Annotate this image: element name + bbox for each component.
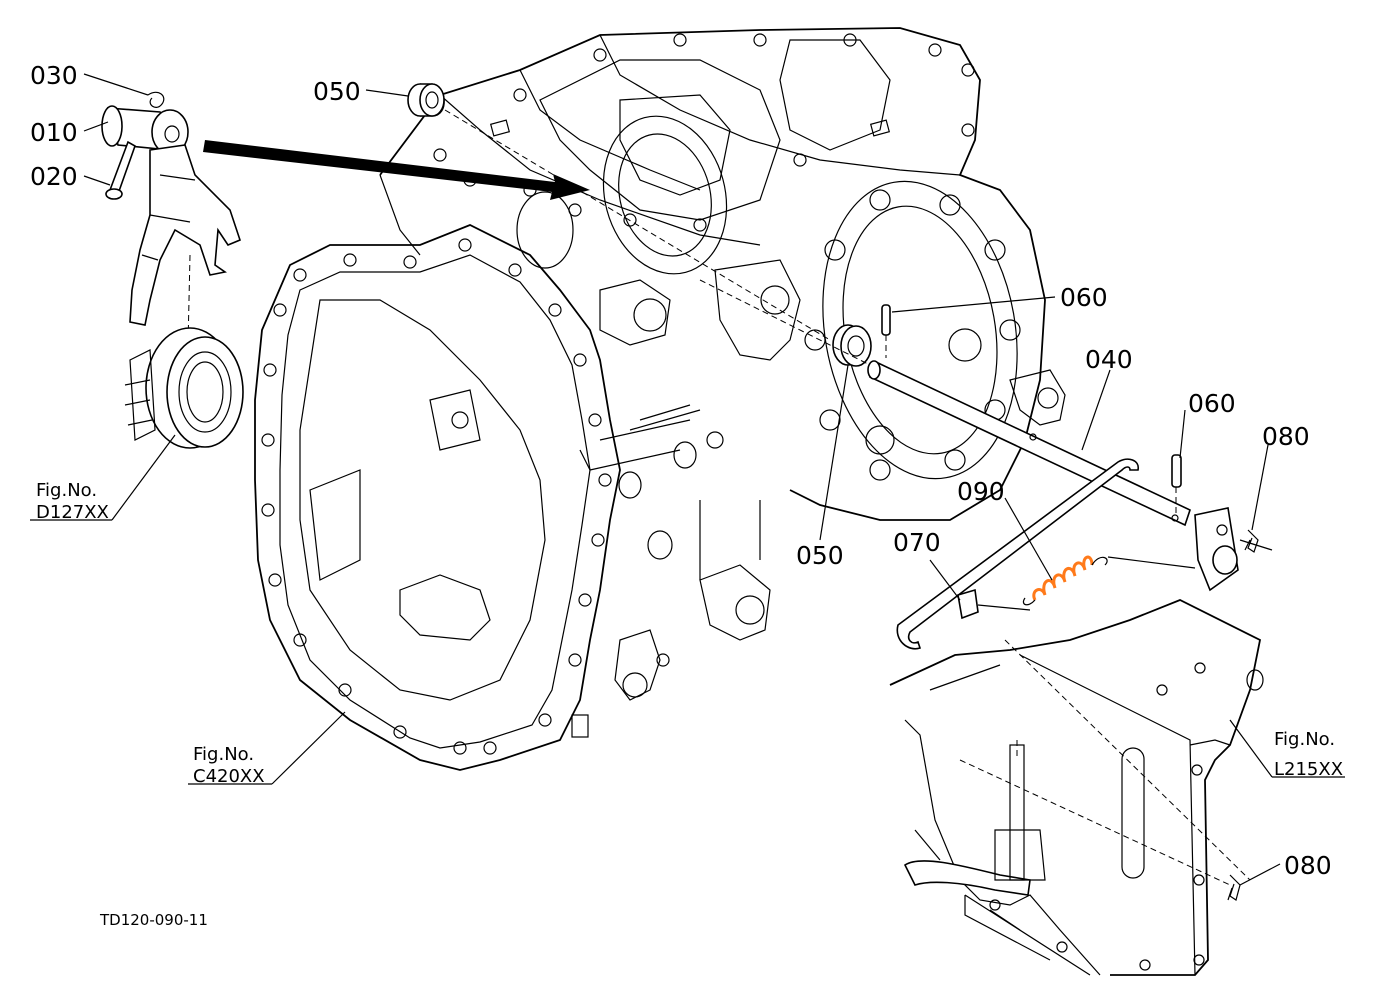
fig-references: Fig.No. D127XX Fig.No. C420XX Fig.No. L2… — [36, 480, 1343, 787]
shift-fork-assembly — [101, 91, 241, 346]
spring-pin-060-a — [881, 304, 891, 358]
callouts: 030 010 020 050 060 040 060 080 090 070 … — [30, 61, 1332, 880]
bearing-050-mid — [832, 324, 872, 367]
fig-ref-c420-code: C420XX — [193, 766, 265, 787]
lever-plate — [889, 599, 1264, 976]
callout-020: 020 — [30, 162, 78, 191]
thrust-bearing — [124, 327, 244, 449]
callout-070: 070 — [893, 528, 941, 557]
callout-040: 040 — [1085, 345, 1133, 374]
leader-lines — [30, 73, 1345, 886]
shaft-040 — [699, 279, 1273, 592]
rod-070 — [896, 458, 1139, 650]
assembly-arrow — [203, 140, 590, 200]
callout-050-top: 050 — [313, 77, 361, 106]
callout-060-top: 060 — [1060, 283, 1108, 312]
clip-080-a — [1244, 529, 1259, 553]
fig-ref-l215-code: L215XX — [1274, 759, 1343, 780]
fig-ref-d127-label: Fig.No. — [36, 480, 97, 501]
callout-010: 010 — [30, 118, 78, 147]
transmission-case — [254, 27, 1066, 771]
callout-050-mid: 050 — [796, 541, 844, 570]
clip-080-b — [1227, 874, 1241, 901]
callout-060-right: 060 — [1188, 389, 1236, 418]
fig-ref-d127-code: D127XX — [36, 502, 109, 523]
spring-090 — [1022, 555, 1196, 606]
spring-pin-060-b — [1171, 454, 1182, 515]
bearing-050-top — [407, 83, 831, 341]
callout-090: 090 — [957, 477, 1005, 506]
fig-ref-l215-label: Fig.No. — [1274, 729, 1335, 750]
drawing-id: TD120-090-11 — [99, 911, 208, 929]
callout-030: 030 — [30, 61, 78, 90]
fig-ref-c420-label: Fig.No. — [193, 744, 254, 765]
callout-080-top: 080 — [1262, 422, 1310, 451]
callout-080-bottom: 080 — [1284, 851, 1332, 880]
